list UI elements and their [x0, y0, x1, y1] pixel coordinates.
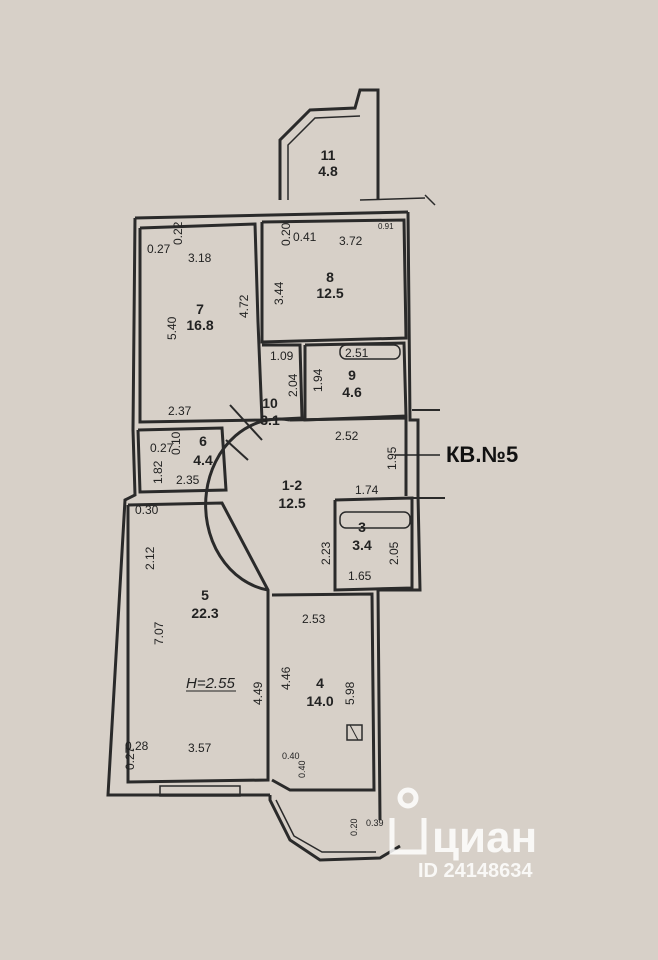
- room-7-area: 16.8: [186, 317, 213, 333]
- dimension-label: 2.35: [176, 473, 200, 487]
- dimension-label: 2.04: [286, 373, 300, 397]
- dimension-label: 7.07: [152, 621, 166, 645]
- room-9-number: 9: [348, 367, 356, 383]
- dimension-label: 0.20: [349, 818, 359, 836]
- room-1-2-number: 1-2: [282, 477, 302, 493]
- room-4-number: 4: [316, 675, 324, 691]
- room-10-number: 10: [262, 395, 278, 411]
- dimension-label: 0.28: [125, 739, 149, 753]
- dimension-label: 0.40: [297, 760, 307, 778]
- dimension-label: 4.49: [251, 681, 265, 705]
- room-9-area: 4.6: [342, 384, 362, 400]
- dimension-label: 3.18: [188, 251, 212, 265]
- dimension-label: 0.39: [366, 818, 384, 828]
- room-1-2-area: 12.5: [278, 495, 305, 511]
- dimension-label: 0.27: [123, 746, 137, 770]
- room-5-area: 22.3: [191, 605, 218, 621]
- dimension-label: 0.27: [150, 441, 174, 455]
- room-8-number: 8: [326, 269, 334, 285]
- room-3-number: 3: [358, 519, 366, 535]
- dimension-label: 3.57: [188, 741, 212, 755]
- dimension-label: 1.94: [311, 368, 325, 392]
- dimension-label: 2.12: [143, 546, 157, 570]
- room-11-area: 4.8: [318, 163, 338, 179]
- dimension-label: 1.65: [348, 569, 372, 583]
- room-6-number: 6: [199, 433, 207, 449]
- room-10-area: 3.1: [260, 412, 280, 428]
- room-4-area: 14.0: [306, 693, 333, 709]
- dimension-label: 4.46: [279, 666, 293, 690]
- room-5-number: 5: [201, 587, 209, 603]
- watermark-logo-text: циан: [432, 813, 537, 862]
- dimension-label: 2.37: [168, 404, 192, 418]
- room-3-area: 3.4: [352, 537, 372, 553]
- dimension-label: 0.27: [147, 242, 171, 256]
- dimension-label: 1.74: [355, 483, 379, 497]
- dimension-label: 3.44: [272, 281, 286, 305]
- ceiling-height-label: H=2.55: [186, 675, 235, 692]
- room-7-number: 7: [196, 301, 204, 317]
- dimension-label: 1.82: [151, 460, 165, 484]
- dimension-label: 0.22: [171, 221, 185, 245]
- dimension-label: 1.95: [385, 446, 399, 470]
- dimension-label: 0.20: [279, 222, 293, 246]
- room-8-area: 12.5: [316, 285, 343, 301]
- room-11-number: 11: [321, 147, 336, 163]
- watermark: циан ID 24148634: [389, 787, 537, 882]
- dimension-label: 0.40: [282, 751, 300, 761]
- dimension-label: 1.09: [270, 349, 294, 363]
- dimension-label: 5.40: [165, 316, 179, 340]
- dimension-label: 0.41: [293, 230, 317, 244]
- apartment-label: КВ.№5: [446, 442, 518, 467]
- dimension-label: 2.23: [319, 541, 333, 565]
- dimension-label: 2.05: [387, 541, 401, 565]
- watermark-id: ID 24148634: [418, 860, 533, 882]
- dimension-label: 0.91: [378, 222, 394, 231]
- dimension-label: 0.10: [169, 431, 183, 455]
- dimension-label: 2.52: [335, 429, 359, 443]
- dimension-label: 3.72: [339, 234, 363, 248]
- dimension-label: 0.30: [135, 503, 159, 517]
- room-6-area: 4.4: [193, 452, 213, 468]
- dimension-label: 5.98: [343, 681, 357, 705]
- cian-logo-icon: [389, 787, 427, 855]
- dimension-label: 2.53: [302, 612, 326, 626]
- dimension-label: 4.72: [237, 294, 251, 318]
- dimension-label: 2.51: [345, 346, 369, 360]
- plan-walls: [106, 88, 445, 862]
